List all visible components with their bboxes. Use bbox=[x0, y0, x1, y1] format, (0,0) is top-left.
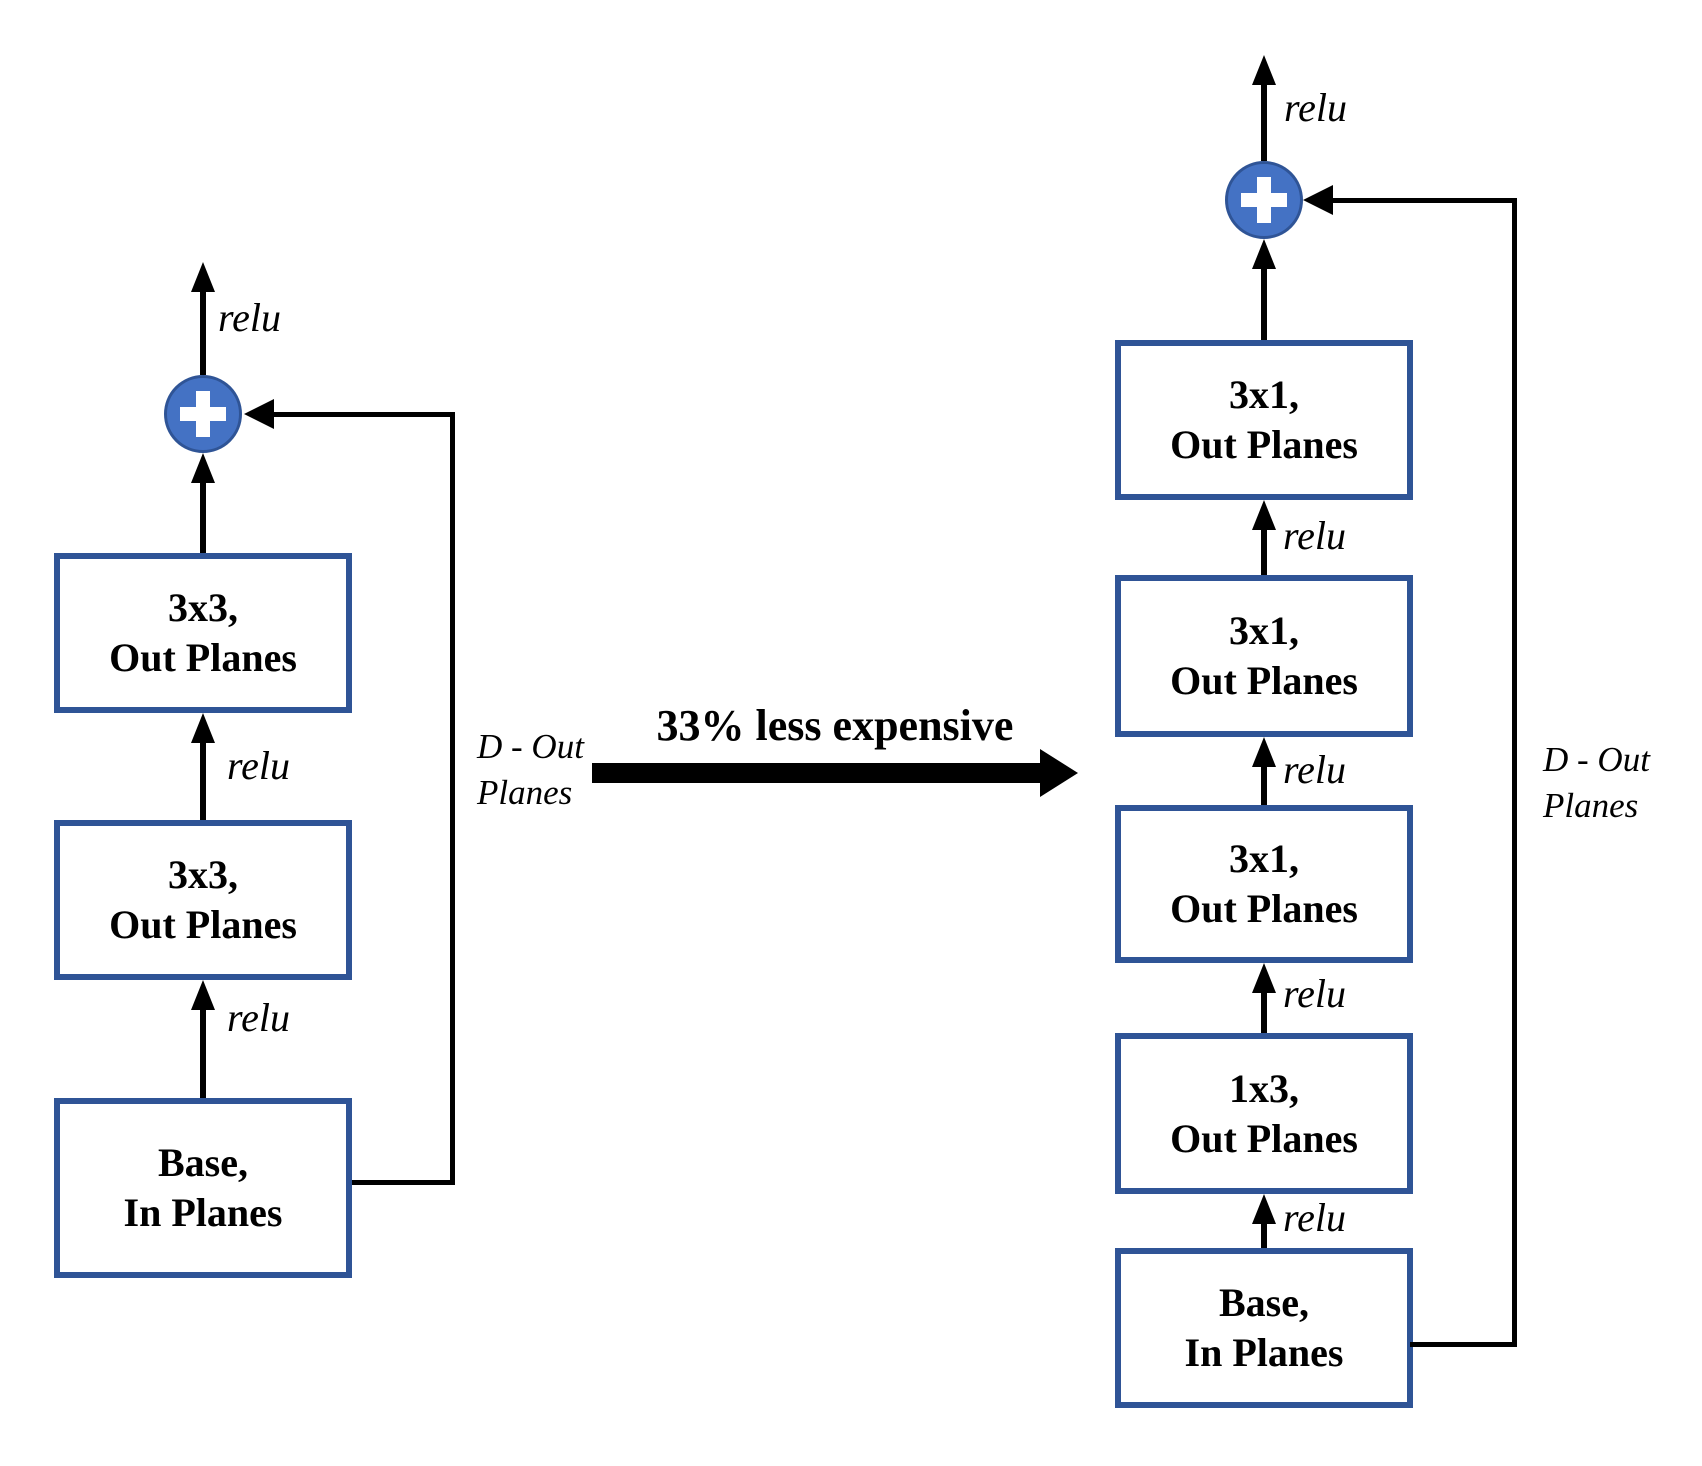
right-conv2-planes-label: Out Planes bbox=[1170, 886, 1358, 931]
left-arrow3-shaft bbox=[200, 483, 206, 553]
left-conv2-planes-label: Out Planes bbox=[109, 635, 297, 680]
right-arrow5-up-icon bbox=[1252, 239, 1276, 269]
left-skip-top-segment bbox=[274, 412, 455, 417]
left-plus-icon-vbar bbox=[196, 391, 210, 437]
right-arrow1-up-icon bbox=[1252, 1194, 1276, 1224]
right-conv4-kernel-label: 3x1, bbox=[1229, 372, 1299, 417]
left-arrow2-shaft bbox=[200, 743, 206, 820]
right-skip-bottom-segment bbox=[1410, 1342, 1517, 1347]
left-base-kernel-label: Base, bbox=[158, 1140, 248, 1185]
right-relu-label-1: relu bbox=[1283, 1195, 1346, 1240]
left-arrow1-shaft bbox=[200, 1010, 206, 1098]
right-conv1x3-block: 1x3, Out Planes bbox=[1115, 1033, 1413, 1194]
right-arrow5-shaft bbox=[1261, 269, 1267, 340]
left-conv2-kernel-label: 3x3, bbox=[168, 585, 238, 630]
left-skip-dimension-label: D - Out Planes bbox=[477, 724, 584, 816]
right-conv3x1-block-2: 3x1, Out Planes bbox=[1115, 575, 1413, 737]
right-skip-dimension-label: D - Out Planes bbox=[1543, 737, 1650, 829]
right-conv3-kernel-label: 3x1, bbox=[1229, 608, 1299, 653]
left-relu-label-2: relu bbox=[227, 743, 290, 788]
left-conv3x3-block-2: 3x3, Out Planes bbox=[54, 553, 352, 713]
left-conv3x3-block-1: 3x3, Out Planes bbox=[54, 820, 352, 980]
right-skip-arrow-left-icon bbox=[1303, 185, 1333, 215]
transition-arrow-right-icon bbox=[1040, 749, 1078, 797]
left-output-arrow-shaft bbox=[200, 292, 206, 375]
transition-caption: 33% less expensive bbox=[656, 701, 1014, 750]
left-skip-bottom-segment bbox=[352, 1180, 453, 1185]
right-relu-label-3: relu bbox=[1283, 747, 1346, 792]
right-skip-label-line1: D - Out bbox=[1543, 740, 1650, 779]
left-base-block: Base, In Planes bbox=[54, 1098, 352, 1278]
right-skip-label-line2: Planes bbox=[1543, 786, 1639, 825]
right-base-kernel-label: Base, bbox=[1219, 1280, 1309, 1325]
left-skip-vertical-segment bbox=[450, 412, 455, 1185]
left-arrow3-up-icon bbox=[191, 453, 215, 483]
left-skip-arrow-left-icon bbox=[244, 399, 274, 429]
left-arrow1-up-icon bbox=[191, 980, 215, 1010]
right-arrow2-up-icon bbox=[1252, 963, 1276, 993]
right-conv1-kernel-label: 1x3, bbox=[1229, 1065, 1299, 1111]
right-arrow1-shaft bbox=[1261, 1224, 1267, 1248]
right-relu-label-4: relu bbox=[1283, 513, 1346, 558]
right-arrow4-up-icon bbox=[1252, 500, 1276, 530]
right-skip-top-segment bbox=[1333, 198, 1512, 203]
right-conv1-planes-label: Out Planes bbox=[1170, 1115, 1358, 1161]
right-output-arrow-shaft bbox=[1261, 85, 1267, 161]
left-skip-label-line2: Planes bbox=[477, 773, 573, 812]
right-plus-icon-vbar bbox=[1257, 177, 1271, 223]
right-arrow3-up-icon bbox=[1252, 737, 1276, 767]
left-output-relu-label: relu bbox=[218, 295, 281, 340]
right-base-block: Base, In Planes bbox=[1115, 1248, 1413, 1408]
left-conv1-planes-label: Out Planes bbox=[109, 902, 297, 947]
left-conv1-kernel-label: 3x3, bbox=[168, 852, 238, 897]
right-relu-label-2: relu bbox=[1283, 971, 1346, 1016]
right-arrow2-shaft bbox=[1261, 993, 1267, 1033]
right-conv3x1-block-1: 3x1, Out Planes bbox=[1115, 805, 1413, 963]
right-arrow4-shaft bbox=[1261, 530, 1267, 575]
left-relu-label-1: relu bbox=[227, 995, 290, 1040]
right-base-planes-label: In Planes bbox=[1184, 1330, 1344, 1375]
left-arrow2-up-icon bbox=[191, 713, 215, 743]
right-conv4-planes-label: Out Planes bbox=[1170, 422, 1358, 467]
transition-arrow-bar bbox=[592, 763, 1040, 783]
left-output-arrow-up-icon bbox=[191, 262, 215, 292]
right-output-arrow-up-icon bbox=[1252, 55, 1276, 85]
left-skip-label-line1: D - Out bbox=[477, 727, 584, 766]
left-add-node bbox=[164, 375, 242, 453]
right-add-node bbox=[1225, 161, 1303, 239]
right-arrow3-shaft bbox=[1261, 767, 1267, 805]
right-output-relu-label: relu bbox=[1284, 85, 1347, 130]
right-skip-vertical-segment bbox=[1512, 198, 1517, 1347]
right-conv2-kernel-label: 3x1, bbox=[1229, 836, 1299, 881]
right-conv3x1-block-3: 3x1, Out Planes bbox=[1115, 340, 1413, 500]
left-base-planes-label: In Planes bbox=[123, 1190, 283, 1235]
right-conv3-planes-label: Out Planes bbox=[1170, 658, 1358, 703]
